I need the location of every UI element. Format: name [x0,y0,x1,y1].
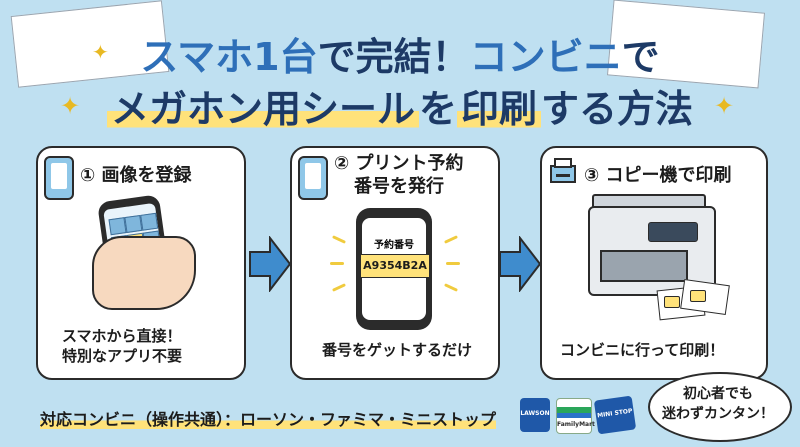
megaphone-sticker-icon [690,290,706,302]
step-2-caption: 番号をゲットするだけ [322,341,473,359]
supported-stores: 対応コンビニ（操作共通）：ローソン・ファミマ・ミニストップ [40,410,497,429]
step-1-caption: スマホから直接！ 特別なアプリ不要 [62,327,183,365]
copier-tray [600,250,688,282]
sparkle-icon: ✦ [92,40,109,64]
step-3-title: ③ コピー機で印刷 [584,165,732,186]
smartphone-icon [298,156,328,200]
highlight-ray [330,262,344,265]
sparkle-icon: ✦ [714,92,735,120]
step-3-caption: コンビニに行って印刷！ [560,341,725,359]
reservation-label: 予約番号 [374,240,414,251]
familymart-logo: FamilyMart [556,398,595,434]
ministop-logo: MINI STOP [593,395,637,435]
title-line-2: メガホン用シールを印刷する方法 [0,78,800,133]
title: スマホ1台で完結！コンビニで メガホン用シールを印刷する方法 [0,0,800,133]
title-line-1: スマホ1台で完結！コンビニで [140,35,660,79]
arrow-right-icon [499,236,542,292]
reservation-code: A9354B2A [360,254,430,278]
smartphone-icon [44,156,74,200]
lawson-logo: LAWSON [520,398,550,432]
copier-control-panel [648,222,698,242]
footer: 対応コンビニ（操作共通）：ローソン・ファミマ・ミニストップ [0,392,800,447]
highlight-ray [446,262,460,265]
sparkle-icon: ✦ [60,92,81,120]
step-2-title: ② プリント予約 番号を発行 [334,153,464,197]
megaphone-sticker-icon [664,296,680,308]
copier-icon [550,158,576,183]
speech-bubble [648,372,792,442]
arrow-right-icon [249,236,292,292]
speech-bubble-text: 初心者でも 迷わずカンタン！ [662,386,774,422]
step-1-title: ① 画像を登録 [80,165,192,186]
hand-illustration [92,236,196,310]
